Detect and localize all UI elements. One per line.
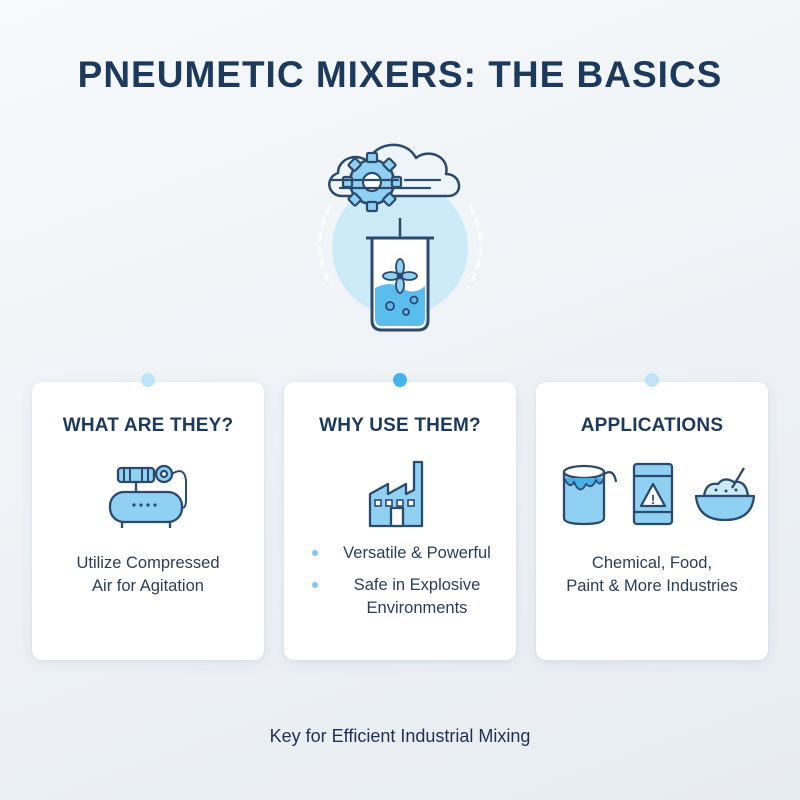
svg-text:!: ! [651,492,655,507]
card-what-are-they: WHAT ARE THEY? Utilize Compressed Air fo… [32,373,264,660]
factory-icon [368,460,424,528]
page-title: PNEUMETIC MIXERS: THE BASICS [77,54,723,95]
list-item: Versatile & Powerful [312,542,506,565]
benefits-list: Versatile & Powerful Safe in Explosive E… [312,542,506,629]
card-applications: APPLICATIONS ! [536,373,768,660]
food-bowl-icon [694,467,756,522]
footer-tagline: Key for Efficient Industrial Mixing [269,726,531,746]
cloud-gear-beaker-icon [318,143,482,332]
card-marker-dot [645,373,659,387]
air-compressor-icon [108,464,187,528]
list-item: Safe in Explosive Environments [312,574,506,620]
card-marker-dot [393,373,407,387]
card-description: Chemical, Food, Paint & More Industries [566,554,738,595]
card-why-use-them: WHY USE THEM? Versatile & Powerful Safe … [284,373,516,660]
card-heading: WHAT ARE THEY? [62,415,234,436]
card-heading: APPLICATIONS [580,415,724,436]
paint-can-icon [562,464,618,526]
card-heading: WHY USE THEM? [319,415,481,436]
application-icons: ! [536,460,768,528]
hazard-barrel-icon: ! [632,462,674,526]
card-marker-dot [141,373,155,387]
card-description: Utilize Compressed Air for Agitation [76,554,220,595]
